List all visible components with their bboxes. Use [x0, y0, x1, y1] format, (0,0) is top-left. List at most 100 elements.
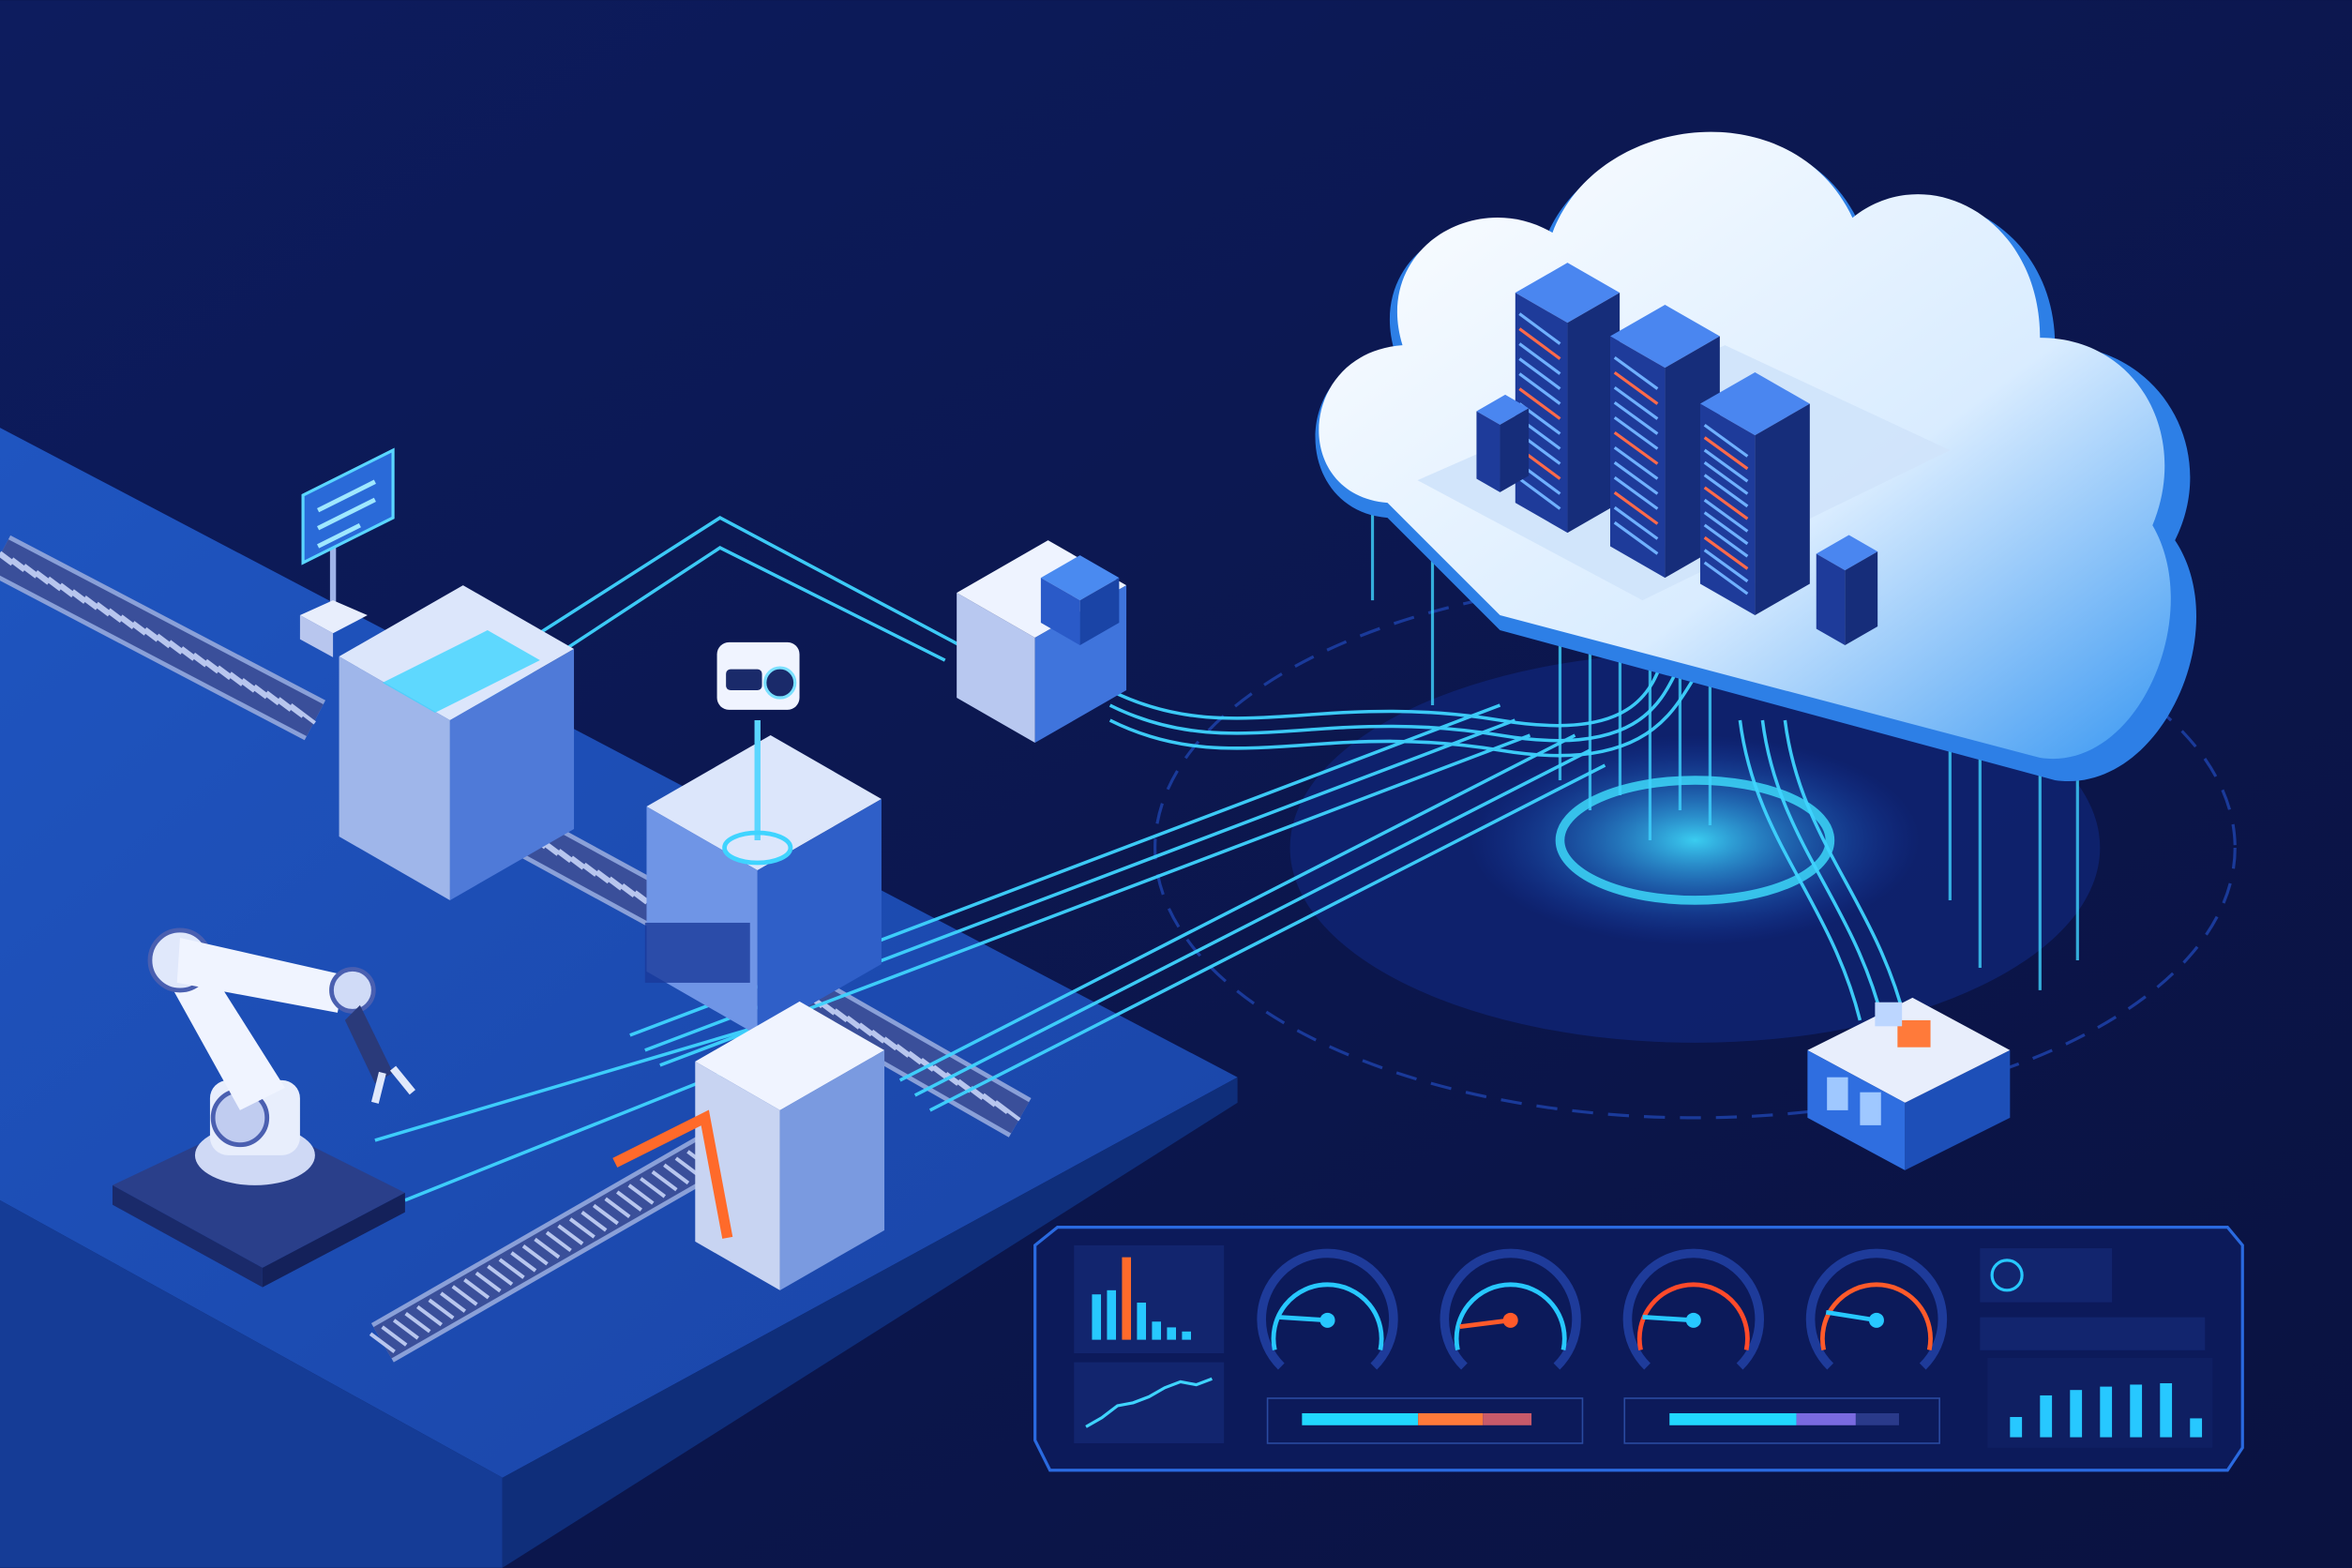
- roller: [451, 1285, 478, 1306]
- info-sign: [299, 447, 395, 657]
- progress-segment: [1669, 1412, 1797, 1425]
- gauge-arc: [1271, 1282, 1384, 1350]
- roller: [428, 1298, 455, 1320]
- roller: [580, 1211, 608, 1232]
- roller: [120, 614, 147, 636]
- roller: [592, 1203, 619, 1226]
- server-rack-3: [1699, 371, 1810, 616]
- factory-machines: [339, 540, 1127, 1290]
- roller: [369, 1332, 396, 1354]
- roller: [229, 671, 256, 693]
- gauge-hub: [1319, 1312, 1335, 1328]
- bar: [2070, 1390, 2083, 1438]
- roller: [204, 658, 232, 681]
- roller: [557, 1224, 584, 1245]
- roller: [253, 684, 280, 706]
- roller: [23, 564, 50, 585]
- roller: [278, 697, 305, 718]
- roller: [621, 882, 648, 905]
- gauge-arc: [1454, 1282, 1567, 1350]
- roller: [180, 646, 207, 668]
- roller: [487, 1264, 514, 1287]
- storage-unit-1: [1476, 394, 1530, 492]
- roller: [498, 1258, 525, 1279]
- gauge: [1257, 1248, 1398, 1370]
- cloud-data-drops: [1370, 510, 2079, 990]
- robot-arm: [112, 927, 415, 1288]
- progress-segment: [1796, 1412, 1856, 1425]
- cloud-servers: [1476, 263, 1878, 646]
- bar: [2160, 1382, 2173, 1438]
- gauge: [1805, 1248, 1948, 1370]
- roller: [583, 862, 611, 884]
- roller: [627, 1184, 655, 1205]
- status-panel: [1980, 1248, 2113, 1303]
- roller: [241, 677, 268, 700]
- roller: [381, 1325, 408, 1347]
- roller: [192, 652, 219, 674]
- machine-vent: [644, 922, 750, 983]
- bar: [1182, 1331, 1191, 1340]
- roller: [10, 557, 38, 579]
- packaging-machine: [695, 1001, 885, 1290]
- roller: [404, 1312, 431, 1334]
- roller: [663, 1163, 690, 1185]
- roller: [510, 1251, 537, 1273]
- gauge-arc: [1819, 1282, 1933, 1350]
- roller: [609, 876, 636, 898]
- roller: [651, 1169, 678, 1192]
- roller: [71, 589, 98, 611]
- gauge-needle: [1459, 1318, 1511, 1330]
- edge-device: [1807, 997, 2011, 1170]
- bar: [1152, 1321, 1162, 1340]
- storage-unit-2: [1816, 535, 1878, 646]
- roller: [640, 1177, 667, 1199]
- roller: [0, 552, 13, 566]
- roller: [570, 855, 597, 877]
- roller: [143, 626, 171, 649]
- bar: [2100, 1386, 2113, 1438]
- bar: [1122, 1257, 1132, 1340]
- roller: [108, 608, 135, 629]
- roller: [545, 1230, 572, 1253]
- roller: [558, 849, 585, 870]
- bar: [2040, 1395, 2053, 1438]
- roller: [132, 621, 159, 642]
- roller: [47, 576, 74, 598]
- gauge-needle: [1825, 1309, 1877, 1323]
- gauge-arc: [1636, 1282, 1750, 1350]
- roller: [59, 582, 86, 604]
- server-rack-2: [1609, 304, 1720, 579]
- machine-screen: [382, 630, 540, 714]
- bar: [2010, 1416, 2023, 1438]
- sensor-camera: [716, 641, 800, 866]
- bar: [2130, 1384, 2143, 1438]
- bar: [1107, 1289, 1117, 1340]
- line-chart-panel: [1074, 1362, 1225, 1443]
- roller: [596, 869, 623, 891]
- progress-panel-1: [1266, 1397, 1584, 1444]
- bar: [1092, 1294, 1102, 1340]
- roller: [545, 841, 572, 864]
- conveyor-right: [796, 978, 1032, 1138]
- progress-segment: [1483, 1412, 1532, 1425]
- line-series: [1085, 1377, 1213, 1428]
- server-rack-1: [1515, 263, 1621, 534]
- roller: [534, 1237, 561, 1259]
- roller: [568, 1217, 596, 1239]
- gauge: [1440, 1248, 1581, 1370]
- roller: [265, 690, 293, 712]
- roller: [0, 550, 25, 573]
- roller: [440, 1291, 467, 1313]
- roller: [96, 601, 123, 624]
- roller: [521, 1244, 549, 1266]
- gauge-needle: [1276, 1315, 1328, 1323]
- gauge: [1622, 1248, 1764, 1370]
- roller: [156, 633, 183, 656]
- roller: [83, 596, 111, 617]
- conveyor-bottom: [369, 1121, 746, 1363]
- roller: [604, 1197, 631, 1219]
- progress-segment: [1855, 1412, 1899, 1425]
- progress-segment: [1302, 1412, 1419, 1425]
